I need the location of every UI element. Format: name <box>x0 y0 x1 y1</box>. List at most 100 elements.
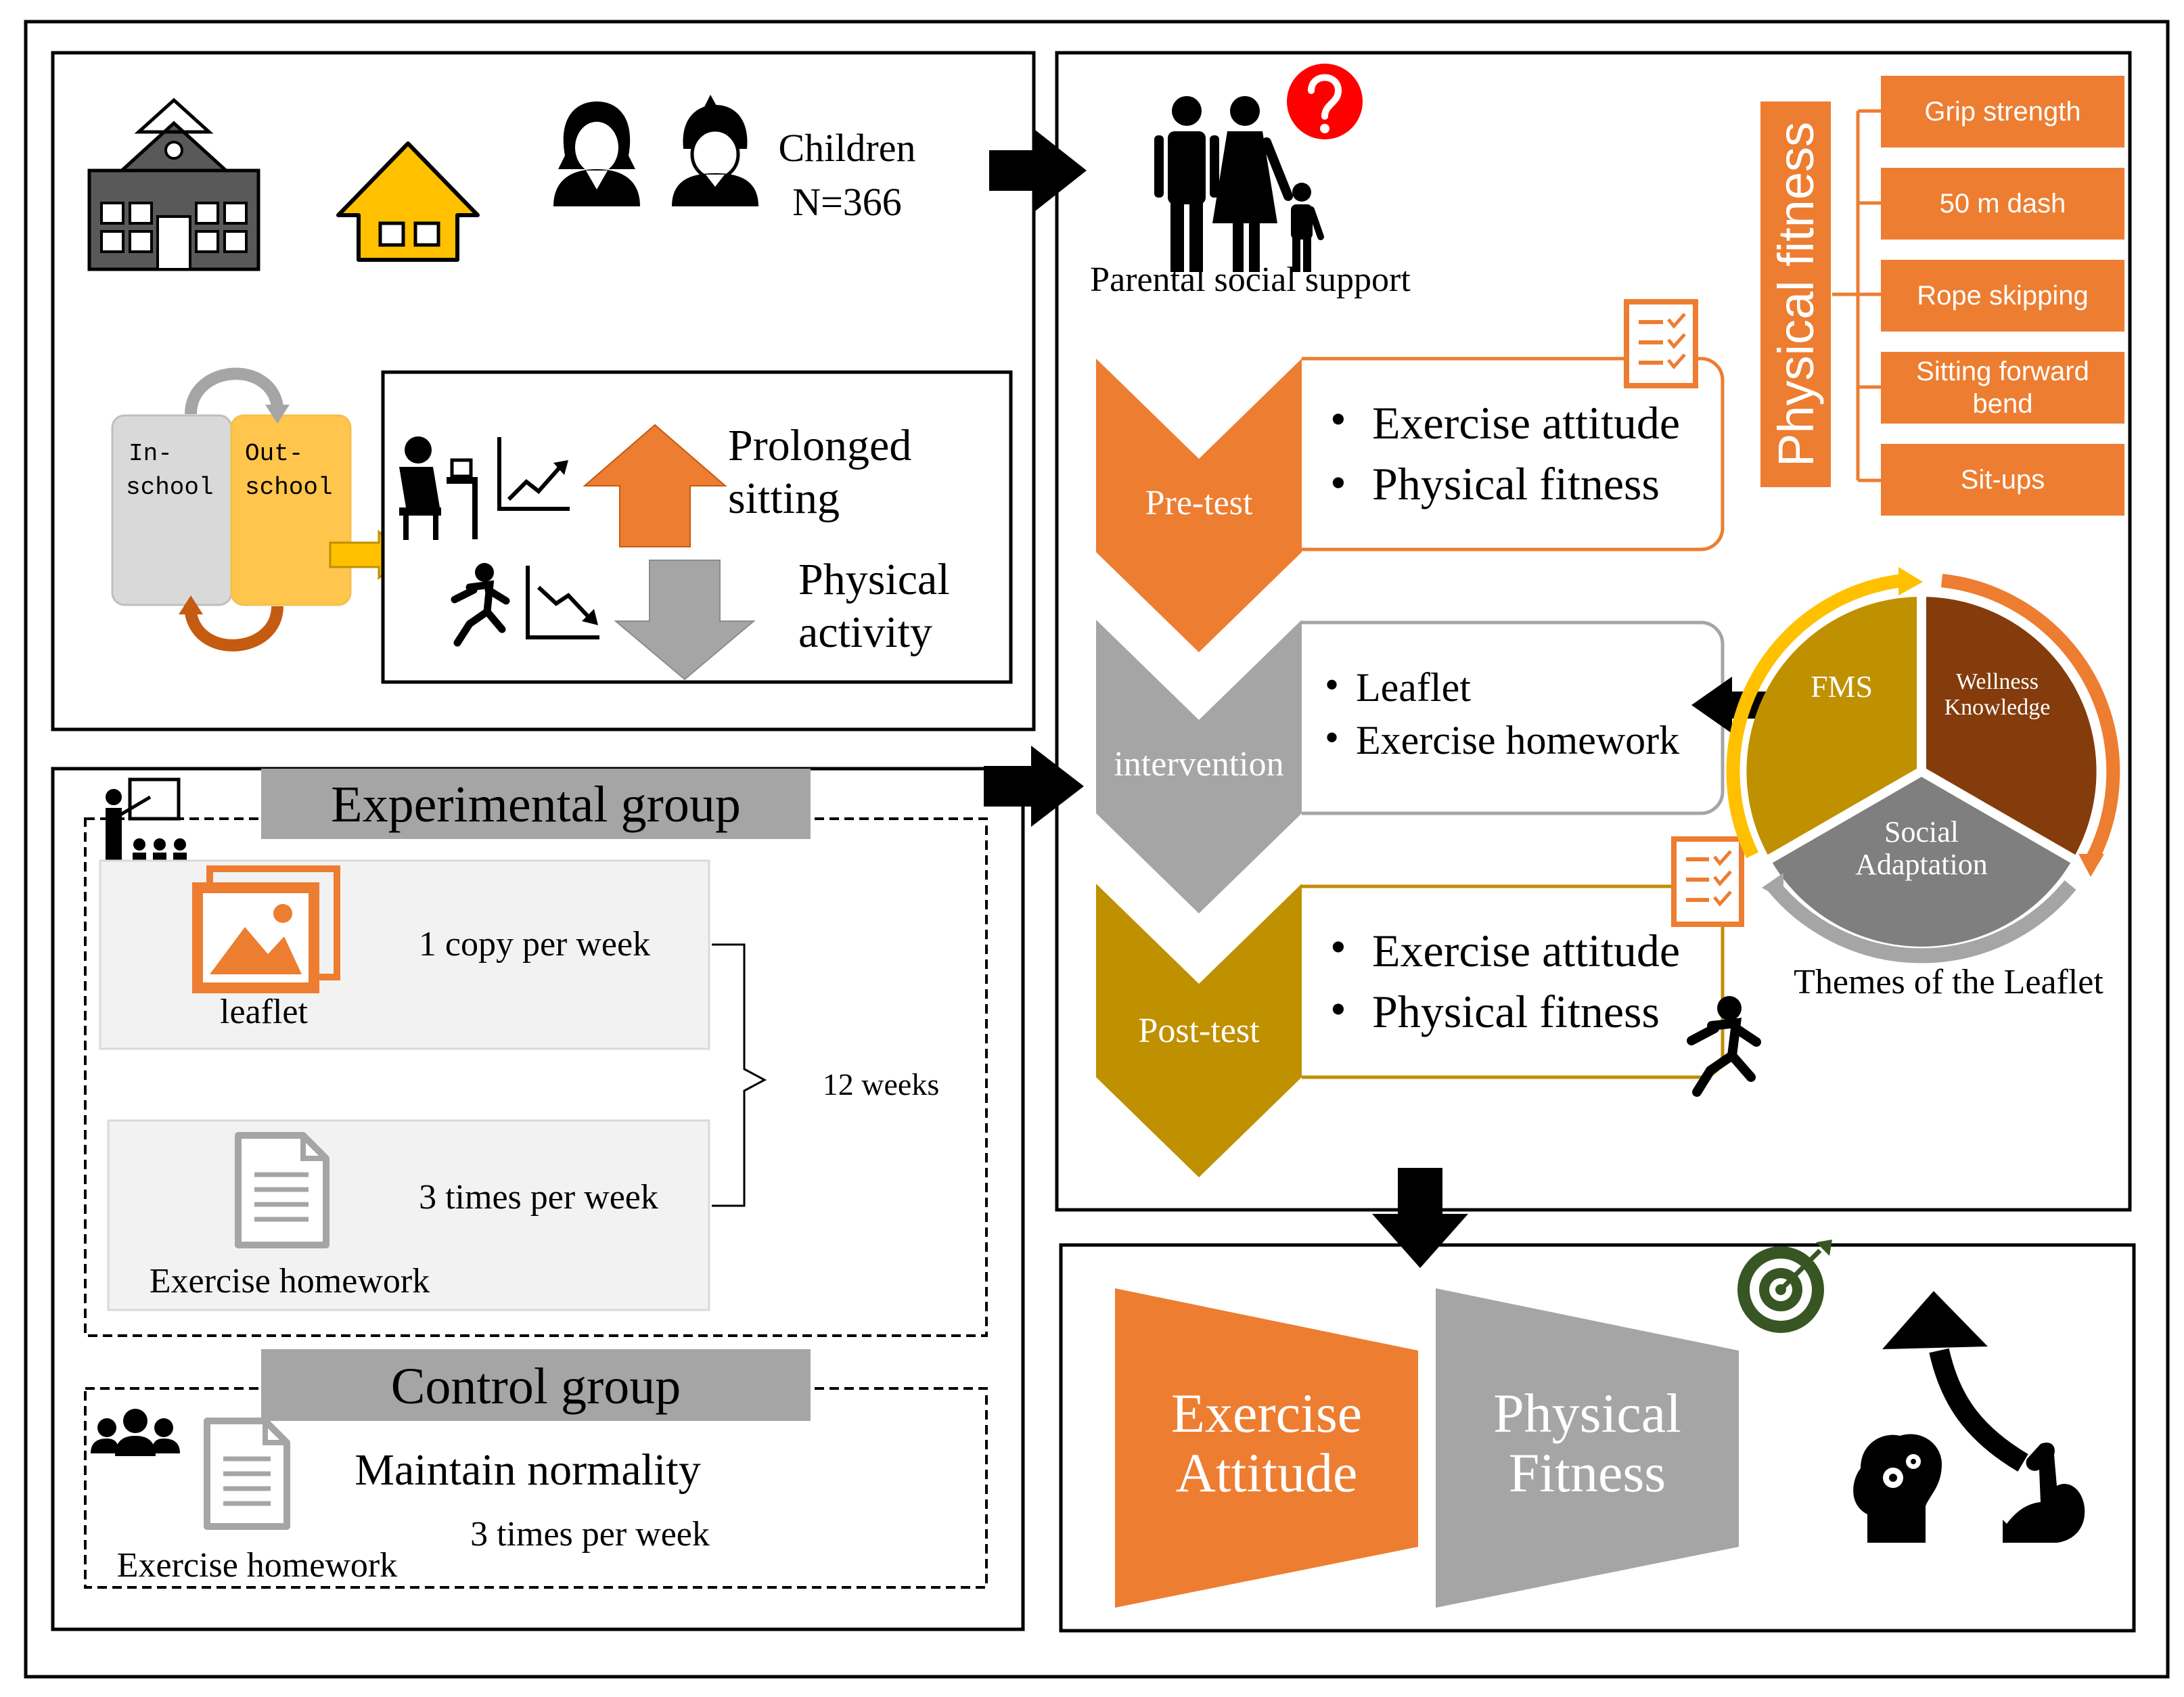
control-homework-label: Exercise homework <box>117 1546 397 1585</box>
fitness-test-label: Grip strength <box>1924 97 2080 127</box>
fitness-test-box <box>1881 444 2124 516</box>
homework-panel <box>107 1119 710 1311</box>
theme-fms: FMS <box>1811 669 1873 704</box>
arrow-down-icon <box>614 560 756 681</box>
prolonged-sitting-line1: Prolonged <box>728 421 911 470</box>
fitness-test-label: Sitting forward <box>1916 357 2089 386</box>
fitness-test-label: Sit-ups <box>1961 465 2045 495</box>
fitness-test-box <box>1881 260 2124 332</box>
family-icon <box>1154 96 1324 272</box>
running-person-icon-posttest <box>1687 996 1761 1097</box>
in-school-line2: school <box>126 474 214 501</box>
maintain-normality: Maintain normality <box>355 1445 700 1495</box>
themes-caption: Themes of the Leaflet <box>1794 963 2103 1001</box>
outcome-panel-frame <box>1059 1243 2136 1633</box>
theme-cycle-arrow-orange-icon <box>1940 574 2120 863</box>
boy-icon <box>672 95 758 206</box>
exercise-attitude-line2: Attitude <box>1176 1442 1358 1503</box>
flexed-arm-icon <box>2003 1442 2085 1543</box>
image-gallery-icon <box>192 865 340 993</box>
homework-frequency: 3 times per week <box>419 1178 658 1217</box>
posttest-chevron <box>1096 884 1302 1177</box>
posttest-item-2: Physical fitness <box>1372 986 1660 1037</box>
pretest-label: Pre-test <box>1145 484 1253 522</box>
theme-cycle-arrow-yellow-icon <box>1726 574 1904 859</box>
physical-fitness-line2: Fitness <box>1509 1442 1666 1503</box>
curved-arrow-up-icon <box>1929 1348 2028 1472</box>
control-title: Control group <box>391 1358 681 1415</box>
children-count: N=366 <box>792 180 902 224</box>
fitness-test-box <box>1881 76 2124 148</box>
theme-wellness-line2: Knowledge <box>1944 695 2051 720</box>
leaflet-label: leaflet <box>220 993 308 1031</box>
question-badge-icon <box>1287 64 1363 139</box>
background-panel-frame <box>51 51 1036 731</box>
theme-cycle-arrow-gray-icon <box>1767 880 2076 964</box>
teacher-presentation-icon <box>106 777 187 863</box>
control-title-bar <box>261 1349 811 1421</box>
prolonged-sitting-line2: sitting <box>728 474 840 523</box>
duration-label: 12 weeks <box>823 1067 939 1102</box>
fitness-test-box <box>1881 352 2124 424</box>
pretest-item-1: Exercise attitude <box>1372 397 1680 449</box>
girl-icon <box>553 101 640 206</box>
theme-social-line2: Adaptation <box>1855 848 1988 881</box>
out-school-line2: school <box>245 474 333 501</box>
exercise-attitude-trapezoid <box>1115 1288 1418 1608</box>
duration-brace <box>712 943 767 1207</box>
school-cycle-diagram: In- school Out- school <box>111 367 408 652</box>
theme-social-line1: Social <box>1884 815 1959 848</box>
outer-frame <box>24 20 2170 1679</box>
checklist-icon-posttest <box>1671 836 1744 927</box>
experimental-title-bar <box>261 769 811 839</box>
pretest-bullet-2: • <box>1330 457 1346 508</box>
physical-fitness-line1: Physical <box>1493 1382 1681 1444</box>
themes-to-intervention-arrow-icon <box>1691 677 1767 733</box>
document-icon <box>235 1132 329 1248</box>
physical-activity-line1: Physical <box>798 555 950 604</box>
document-icon-control <box>204 1418 290 1530</box>
out-school-line1: Out- <box>245 440 303 468</box>
children-label: Children <box>779 126 916 170</box>
posttest-content-box <box>1300 884 1725 1079</box>
running-person-icon <box>451 563 510 647</box>
in-school-line1: In- <box>129 440 173 468</box>
group-people-icon <box>91 1409 180 1456</box>
brain-gears-icon <box>1853 1434 1942 1543</box>
experimental-title: Experimental group <box>331 776 741 833</box>
exercise-attitude-line1: Exercise <box>1171 1382 1362 1444</box>
pretest-item-2: Physical fitness <box>1372 458 1660 510</box>
leaflet-frequency: 1 copy per week <box>419 925 650 964</box>
fitness-tests-list: Grip strength 50 m dash Rope skipping Si… <box>1881 76 2124 516</box>
arrow-up-icon <box>583 424 727 547</box>
themes-cycle-diagram: FMS Wellness Knowledge Social Adaptation <box>1726 567 2120 964</box>
fitness-test-box <box>1881 168 2124 240</box>
theme-wellness-line1: Wellness <box>1956 669 2039 694</box>
posttest-item-1: Exercise attitude <box>1372 925 1680 976</box>
target-icon <box>1737 1240 1832 1333</box>
arrow-right-top-icon <box>989 130 1087 211</box>
fitness-test-label: Rope skipping <box>1917 281 2089 311</box>
control-homework-frequency: 3 times per week <box>470 1515 710 1554</box>
posttest-bullet-1: • <box>1330 921 1346 972</box>
physical-activity-line2: activity <box>798 608 932 657</box>
house-icon <box>336 141 480 262</box>
intervention-item-2: Exercise homework <box>1356 718 1679 763</box>
fitness-test-label: 50 m dash <box>1940 189 2066 219</box>
intervention-bullet-2: • <box>1325 715 1339 760</box>
physical-fitness-title: Physical fitness <box>1768 122 1824 467</box>
school-building-icon <box>87 97 260 271</box>
trend-up-icon <box>497 437 570 511</box>
pretest-bullet-1: • <box>1330 393 1346 445</box>
out-school-box <box>230 414 352 606</box>
physical-fitness-trapezoid <box>1436 1288 1739 1608</box>
intervention-chevron <box>1096 620 1302 913</box>
sitting-at-desk-icon <box>399 436 478 540</box>
posttest-bullet-2: • <box>1330 983 1346 1035</box>
arrow-right-middle-icon <box>984 746 1084 827</box>
trend-down-icon <box>526 566 599 639</box>
fitness-tree-connector <box>1832 109 1881 482</box>
fitness-test-label: bend <box>1973 389 2033 419</box>
posttest-label: Post-test <box>1138 1012 1260 1050</box>
